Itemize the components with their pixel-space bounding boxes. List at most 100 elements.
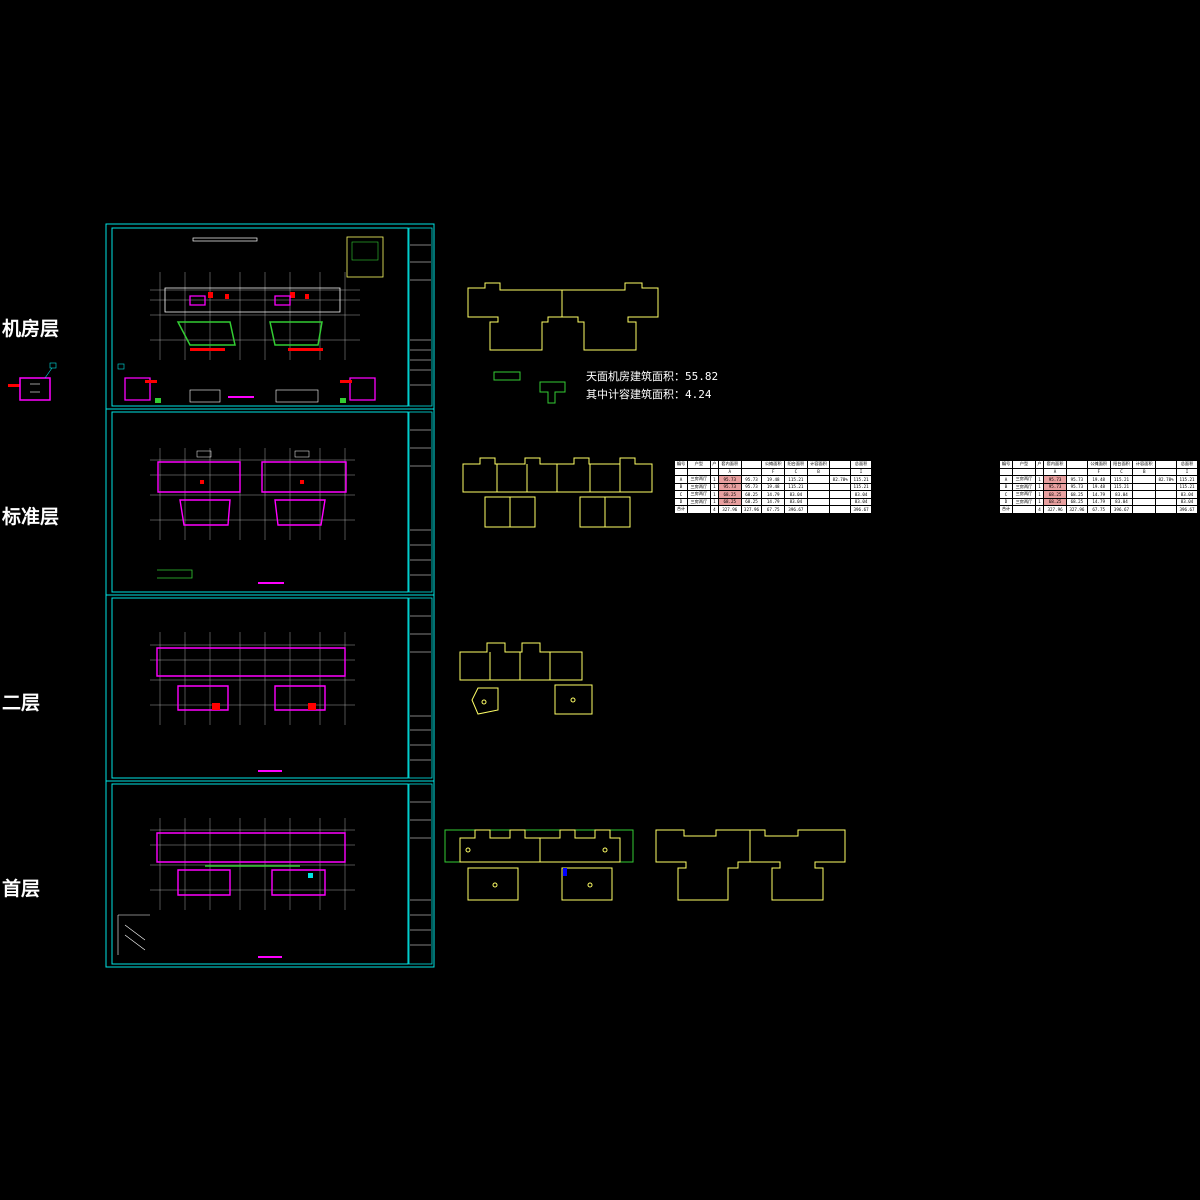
sheet2-plan bbox=[150, 448, 355, 584]
area-table-cell: 95.73 bbox=[1043, 475, 1067, 484]
area-table-cell: C bbox=[998, 490, 1014, 499]
area-table-cell: 套内面积 bbox=[1043, 460, 1067, 469]
area-table-cell: 三房两厅 bbox=[687, 475, 711, 484]
area-table-cell: 67.75 bbox=[761, 505, 786, 514]
area-table-cell: 公摊面积 bbox=[761, 460, 786, 469]
area-table-cell bbox=[1155, 497, 1178, 506]
sheet3-plan bbox=[150, 632, 355, 772]
area-table-cell: 1 bbox=[1034, 475, 1045, 484]
area-table-cell bbox=[1065, 467, 1088, 476]
area-table-cell: C bbox=[784, 467, 808, 476]
area-table-cell bbox=[1132, 497, 1157, 506]
area-table-cell: 总面积 bbox=[1176, 460, 1198, 469]
area-table-cell: 95.73 bbox=[1065, 482, 1088, 491]
area-table-cell: 三房两厅 bbox=[687, 482, 711, 491]
area-table-cell: 115.21 bbox=[784, 482, 808, 491]
area-table-cell: 合计 bbox=[673, 505, 689, 514]
roof-area-sub-note: 其中计容建筑面积：4.24 bbox=[586, 388, 712, 401]
area-table-cell: 82.78% bbox=[1155, 475, 1178, 484]
second-outline bbox=[459, 642, 593, 715]
area-table-cell bbox=[806, 505, 831, 514]
area-table-cell: 户 bbox=[709, 460, 719, 469]
area-table-cell: 1 bbox=[1034, 482, 1045, 491]
area-table-cell: 68.25 bbox=[1065, 490, 1088, 499]
area-table-cell: 396.67 bbox=[1109, 505, 1134, 514]
area-table-cell: 三房两厅 bbox=[1012, 490, 1036, 499]
area-table-cell: A bbox=[717, 467, 742, 476]
area-table-cell: B bbox=[1132, 467, 1157, 476]
area-table-cell bbox=[829, 497, 852, 506]
area-table-cell: 95.73 bbox=[717, 475, 742, 484]
area-table-cell: B bbox=[673, 482, 689, 491]
area-table-cell: 19.48 bbox=[1086, 482, 1111, 491]
area-table-cell bbox=[709, 467, 719, 476]
area-table-row: 编号户型户套内面积公摊面积阳台面积计容面积总面积 bbox=[998, 460, 1198, 469]
area-table-cell: B bbox=[806, 467, 831, 476]
area-table-cell: 327.96 bbox=[1043, 505, 1067, 514]
area-table-cell: 83.04 bbox=[784, 490, 808, 499]
area-table-cell: 83.04 bbox=[784, 497, 808, 506]
area-table-cell: A bbox=[1043, 467, 1067, 476]
area-table-cell: 三房两厅 bbox=[1012, 475, 1036, 484]
area-table-cell: 14.79 bbox=[761, 497, 786, 506]
area-table-cell: 公摊面积 bbox=[1086, 460, 1111, 469]
area-table-cell bbox=[998, 467, 1014, 476]
area-table-cell: I bbox=[850, 467, 872, 476]
area-table-cell: A bbox=[673, 475, 689, 484]
area-table-cell: 1 bbox=[1034, 490, 1045, 499]
area-table-cell bbox=[806, 490, 831, 499]
area-table-cell bbox=[687, 505, 711, 514]
title-blocks bbox=[410, 244, 431, 946]
floor-label-standard: 标准层 bbox=[2, 506, 60, 528]
area-table-cell: 327.96 bbox=[1065, 505, 1088, 514]
area-table-cell: 阳台面积 bbox=[784, 460, 808, 469]
area-table-cell bbox=[1132, 505, 1157, 514]
area-table-cell: B bbox=[998, 482, 1014, 491]
area-table-cell: 68.25 bbox=[740, 497, 763, 506]
area-table-cell: I bbox=[1176, 467, 1198, 476]
area-table-cell: 1 bbox=[709, 475, 719, 484]
area-table-cell: 1 bbox=[1034, 497, 1045, 506]
area-table-cell: 115.21 bbox=[1109, 482, 1134, 491]
area-table-cell: 三房两厅 bbox=[687, 497, 711, 506]
standard-outline bbox=[462, 457, 653, 528]
area-table-cell: 4 bbox=[709, 505, 719, 514]
area-table-cell bbox=[1155, 505, 1178, 514]
area-table-cell bbox=[1132, 490, 1157, 499]
area-table-cell: 327.96 bbox=[717, 505, 742, 514]
area-table-cell: 115.21 bbox=[850, 475, 872, 484]
area-table-cell: 83.04 bbox=[1176, 490, 1198, 499]
roof-outline bbox=[467, 282, 659, 404]
sheet4-plan bbox=[117, 818, 355, 958]
area-table-cell: D bbox=[998, 497, 1014, 506]
area-table-cell: 83.04 bbox=[1176, 497, 1198, 506]
area-table-cell: 83.04 bbox=[850, 497, 872, 506]
area-table-row: 编号户型户套内面积公摊面积阳台面积计容面积总面积 bbox=[673, 460, 872, 469]
area-table-cell: 68.25 bbox=[1043, 497, 1067, 506]
area-table-cell: 115.21 bbox=[1176, 482, 1198, 491]
area-table-cell: C bbox=[1109, 467, 1134, 476]
area-table-cell: 19.48 bbox=[1086, 475, 1111, 484]
area-table-cell bbox=[1012, 505, 1036, 514]
area-table-cell bbox=[1132, 475, 1157, 484]
area-table-cell: 115.21 bbox=[1109, 475, 1134, 484]
floor-label-second: 二层 bbox=[2, 692, 41, 714]
roof-area-note: 天面机房建筑面积：55.82 bbox=[586, 370, 719, 383]
area-table-cell: 396.67 bbox=[1176, 505, 1198, 514]
area-table-cell: D bbox=[673, 497, 689, 506]
sheet1-plan bbox=[117, 236, 384, 403]
area-table-cell bbox=[1034, 467, 1045, 476]
area-table-cell: 95.73 bbox=[1043, 482, 1067, 491]
area-table-cell bbox=[687, 467, 711, 476]
area-table-cell: 327.96 bbox=[740, 505, 763, 514]
area-table-cell: 67.75 bbox=[1086, 505, 1111, 514]
